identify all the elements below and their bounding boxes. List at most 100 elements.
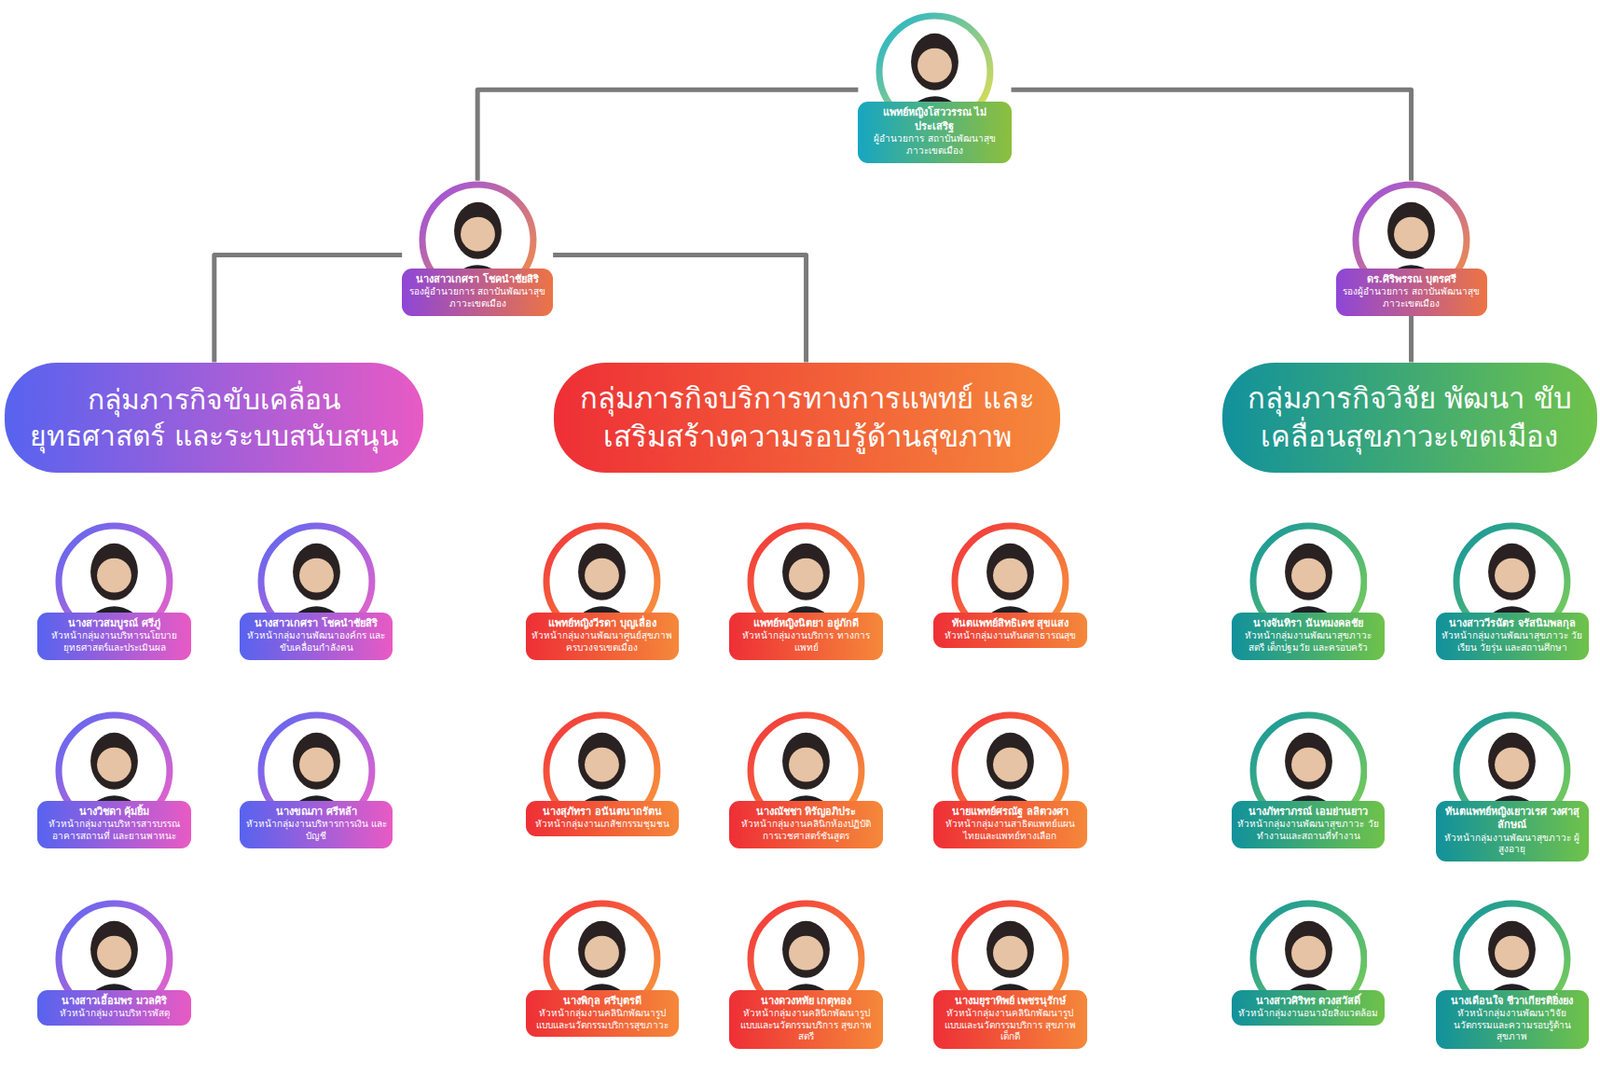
position-title: หัวหน้ากลุ่มงานบริหารนโยบาย ยุทธศาสตร์แล… bbox=[42, 630, 185, 655]
person-card: แพทย์หญิงวีรดา บุญเลื่องหัวหน้ากลุ่มงานพ… bbox=[525, 522, 679, 660]
portrait-hair bbox=[578, 543, 626, 601]
name-plate: นางสาวศิริทร ดวงสวัสดิ์หัวหน้ากลุ่มงานอน… bbox=[1231, 990, 1385, 1026]
name-plate: นางสาวเกศรา โชคนำชัยสิริหัวหน้ากลุ่มงานพ… bbox=[239, 612, 393, 661]
position-title: หัวหน้ากลุ่มงานเภสัชกรรมชุมชน bbox=[531, 818, 674, 831]
position-title: หัวหน้ากลุ่มงานทันตสาธารณสุข bbox=[938, 630, 1081, 643]
person-name: นายแพทย์ศรณัฐ ลลิตวงศา bbox=[938, 805, 1081, 819]
person-name: แพทย์หญิงโสววรรณ ไม่ประเสริฐ bbox=[863, 106, 1006, 134]
position-title: หัวหน้ากลุ่มงานบริการ ทางการแพทย์ bbox=[734, 630, 877, 655]
person-name: นางดวงหทัย เกตุทอง bbox=[734, 994, 877, 1008]
person-name: นางสาวเกศรา โชคนำชัยสิริ bbox=[407, 273, 548, 287]
person-name: นางเดือนใจ ชีวาเกียรติยิ่งยง bbox=[1441, 994, 1584, 1008]
name-plate: นางสาววีรฉัตร จรัสนิมพลกุลหัวหน้ากลุ่มงา… bbox=[1435, 612, 1589, 661]
portrait-face bbox=[788, 747, 824, 783]
portrait-hair bbox=[1488, 543, 1536, 601]
portrait-face bbox=[96, 747, 132, 783]
person-card: นางสุภัทรา อนันตนาถรัตนหัวหน้ากลุ่มงานเภ… bbox=[525, 711, 679, 837]
portrait-hair bbox=[986, 732, 1035, 790]
portrait-face bbox=[584, 747, 620, 783]
portrait-face bbox=[1393, 216, 1429, 251]
portrait-face bbox=[460, 216, 496, 251]
position-title: หัวหน้ากลุ่มงานสาธิตแพทย์แผนไทยและแพทย์ท… bbox=[938, 818, 1081, 843]
name-plate: นางสาวเกศรา โชคนำชัยสิริรองผู้อำนวยการ ส… bbox=[401, 268, 553, 317]
name-plate: นางสาวเอื้อมพร มวลศิริหัวหน้ากลุ่มงานบริ… bbox=[37, 990, 191, 1026]
portrait-hair bbox=[782, 732, 830, 790]
portrait-hair bbox=[782, 921, 830, 979]
name-plate: นางจันทิรา นันทมงคลชัยหัวหน้ากลุ่มงานพัฒ… bbox=[1231, 612, 1385, 661]
org-connector bbox=[552, 255, 806, 363]
person-card: นางขณภา ศรีหล้าหัวหน้ากลุ่มงานบริหารการเ… bbox=[239, 711, 393, 849]
position-title: หัวหน้ากลุ่มงานพัฒนาศูนย์สุขภาพ ครบวงจรเ… bbox=[531, 630, 674, 655]
portrait-face bbox=[299, 747, 334, 783]
person-card: นางมยุราทิพย์ เพชรนุรักษ์หัวหน้ากลุ่มงาน… bbox=[933, 899, 1087, 1049]
person-name: นางสาวเกศรา โชคนำชัยสิริ bbox=[245, 617, 387, 631]
group-heading: กลุ่มภารกิจขับเคลื่อนยุทธศาสตร์ และระบบส… bbox=[25, 381, 403, 455]
portrait-hair bbox=[1387, 202, 1435, 260]
name-plate: นางเดือนใจ ชีวาเกียรติยิ่งยงหัวหน้ากลุ่ม… bbox=[1435, 990, 1589, 1050]
person-name: นางวิชดา คุ้มยิ้ม bbox=[42, 805, 185, 819]
name-plate: นางดวงหทัย เกตุทองหัวหน้ากลุ่มงานคลินิกพ… bbox=[729, 990, 883, 1050]
deputy-card: นางสาวเกศรา โชคนำชัยสิริรองผู้อำนวยการ ส… bbox=[401, 180, 553, 317]
position-title: หัวหน้ากลุ่มงานพัฒนาวิจัย นวัตกรรมและควา… bbox=[1441, 1007, 1584, 1044]
position-title: รองผู้อำนวยการ สถาบันพัฒนาสุขภาวะเขตเมือ… bbox=[407, 286, 548, 311]
person-name: ทันตแพทย์หญิงเยาวเรศ วงศาสุลักษณ์ bbox=[1441, 805, 1584, 833]
portrait-face bbox=[584, 936, 620, 971]
name-plate: นางสุภัทรา อนันตนาถรัตนหัวหน้ากลุ่มงานเภ… bbox=[525, 800, 679, 837]
position-title: หัวหน้ากลุ่มงานคลินิกพัฒนารูปแบบและนวัตก… bbox=[531, 1007, 674, 1033]
portrait-face bbox=[584, 558, 620, 594]
person-name: นางสาวศิริทร ดวงสวัสดิ์ bbox=[1237, 994, 1380, 1008]
portrait-hair bbox=[90, 921, 138, 979]
position-title: หัวหน้ากลุ่มงานบริหารสารบรรณ อาคารสถานที… bbox=[42, 818, 185, 843]
portrait-hair bbox=[90, 543, 138, 601]
position-title: หัวหน้ากลุ่มงานคลินิกห้องปฏิบัติการเวชศา… bbox=[734, 818, 877, 843]
portrait-face bbox=[1291, 747, 1326, 783]
portrait-hair bbox=[782, 543, 830, 601]
person-card: นางดวงหทัย เกตุทองหัวหน้ากลุ่มงานคลินิกพ… bbox=[729, 899, 883, 1049]
person-card: แพทย์หญิงนิตยา อยู่ภักดีหัวหน้ากลุ่มงานบ… bbox=[729, 522, 883, 660]
group-band: กลุ่มภารกิจขับเคลื่อนยุทธศาสตร์ และระบบส… bbox=[4, 362, 424, 473]
person-name: นางสาวเอื้อมพร มวลศิริ bbox=[42, 994, 185, 1008]
portrait-hair bbox=[986, 543, 1035, 601]
name-plate: ดร.ศิริพรรณ บุตรศรีรองผู้อำนวยการ สถาบัน… bbox=[1336, 268, 1488, 317]
person-name: แพทย์หญิงวีรดา บุญเลื่อง bbox=[531, 617, 674, 631]
deputy-card: ดร.ศิริพรรณ บุตรศรีรองผู้อำนวยการ สถาบัน… bbox=[1336, 180, 1488, 317]
portrait-face bbox=[788, 558, 824, 594]
group-heading: กลุ่มภารกิจบริการทางการแพทย์ และเสริมสร้… bbox=[574, 379, 1040, 456]
person-name: นางสุภัทรา อนันตนาถรัตน bbox=[531, 805, 674, 819]
person-name: แพทย์หญิงนิตยา อยู่ภักดี bbox=[734, 617, 877, 631]
position-title: ผู้อำนวยการ สถาบันพัฒนาสุขภาวะเขตเมือง bbox=[863, 133, 1006, 158]
portrait-hair bbox=[910, 33, 959, 91]
position-title: หัวหน้ากลุ่มงานบริหารพัสดุ bbox=[42, 1007, 185, 1021]
portrait-face bbox=[993, 936, 1028, 971]
person-name: นางมยุราทิพย์ เพชรนุรักษ์ bbox=[938, 994, 1081, 1008]
director-card: แพทย์หญิงโสววรรณ ไม่ประเสริฐผู้อำนวยการ … bbox=[857, 12, 1011, 163]
name-plate: นางภัทราภรณ์ เอมย่านยาวหัวหน้ากลุ่มงานพั… bbox=[1231, 800, 1385, 849]
portrait-face bbox=[1494, 747, 1530, 783]
portrait-face bbox=[299, 558, 334, 594]
portrait-hair bbox=[1284, 732, 1333, 790]
name-plate: นางพิกุล ศรีบุตรดีหัวหน้ากลุ่มงานคลินิกพ… bbox=[525, 990, 679, 1038]
person-card: นางสาววีรฉัตร จรัสนิมพลกุลหัวหน้ากลุ่มงา… bbox=[1435, 522, 1589, 660]
org-connector bbox=[214, 255, 402, 363]
person-name: ดร.ศิริพรรณ บุตรศรี bbox=[1341, 273, 1482, 287]
position-title: หัวหน้ากลุ่มงานพัฒนาสุขภาวะ วัยทำงานและส… bbox=[1237, 818, 1380, 843]
person-name: นางณัชชา หิรัญอภิประ bbox=[734, 805, 877, 819]
position-title: หัวหน้ากลุ่มงานพัฒนาสุขภาวะสตรี เด็กปฐมว… bbox=[1237, 630, 1380, 655]
portrait-face bbox=[993, 558, 1028, 594]
person-card: นางภัทราภรณ์ เอมย่านยาวหัวหน้ากลุ่มงานพั… bbox=[1231, 711, 1385, 849]
person-name: ทันตแพทย์สิทธิเดช สุขแสง bbox=[938, 617, 1081, 631]
portrait-face bbox=[96, 558, 132, 594]
position-title: หัวหน้ากลุ่มงานพัฒนาสุขภาวะ วัยเรียน วัย… bbox=[1441, 630, 1584, 655]
person-card: นางสาวศิริทร ดวงสวัสดิ์หัวหน้ากลุ่มงานอน… bbox=[1231, 899, 1385, 1025]
person-card: นายแพทย์ศรณัฐ ลลิตวงศาหัวหน้ากลุ่มงานสาธ… bbox=[933, 711, 1087, 849]
portrait-face bbox=[993, 747, 1028, 783]
name-plate: ทันตแพทย์สิทธิเดช สุขแสงหัวหน้ากลุ่มงานท… bbox=[933, 612, 1087, 649]
portrait-hair bbox=[90, 732, 138, 790]
portrait-hair bbox=[578, 921, 626, 979]
person-card: ทันตแพทย์หญิงเยาวเรศ วงศาสุลักษณ์หัวหน้า… bbox=[1435, 711, 1589, 862]
name-plate: นางสาวสมบูรณ์ ศรีภู่หัวหน้ากลุ่มงานบริหา… bbox=[37, 612, 191, 661]
portrait-face bbox=[1494, 936, 1530, 971]
portrait-face bbox=[96, 936, 132, 971]
portrait-hair bbox=[578, 732, 626, 790]
position-title: หัวหน้ากลุ่มงานบริหารการเงิน และบัญชี bbox=[245, 818, 387, 843]
